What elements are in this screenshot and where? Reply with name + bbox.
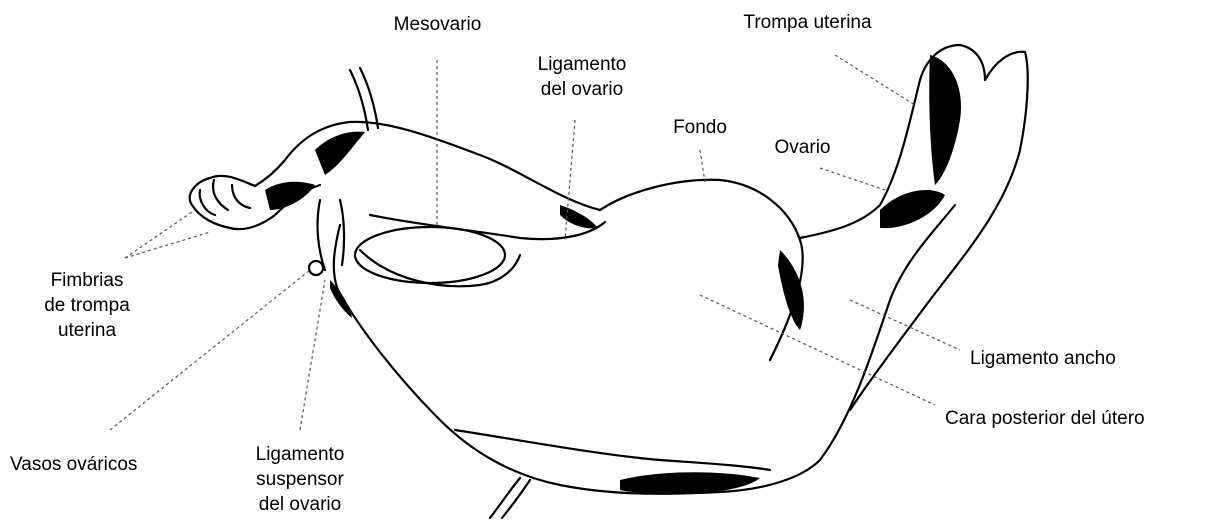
shading-right-ovary: [880, 190, 945, 228]
left-ovary: [355, 227, 505, 283]
shading-right-tube: [929, 55, 961, 185]
leader-fimbrias-a: [125, 210, 195, 258]
label-trompa-uterina: Trompa uterina: [720, 10, 895, 35]
broad-ligament-outline: [334, 205, 955, 494]
ovarian-vessels: [350, 68, 378, 130]
uterine-fundus: [600, 180, 803, 360]
left-uterine-tube: [255, 122, 600, 210]
label-mesovario: Mesovario: [385, 12, 490, 37]
leader-fimbrias-b: [125, 232, 210, 258]
shading-broad-ligament: [778, 250, 804, 330]
shading-left-fimbria: [265, 182, 315, 210]
label-cara-posterior: Cara posterior del útero: [945, 406, 1145, 431]
label-ligamento-suspensor: Ligamento suspensor del ovario: [235, 442, 365, 517]
leader-ligamento-ancho: [850, 300, 960, 350]
shading-left-tube: [315, 132, 365, 175]
label-ovario: Ovario: [760, 135, 845, 160]
leader-fondo: [700, 150, 705, 182]
label-fondo: Fondo: [655, 115, 745, 140]
leader-trompa: [835, 55, 915, 105]
leader-cara-posterior: [700, 295, 935, 405]
cervix-stub: [490, 478, 530, 518]
label-vasos-ovaricos: Vasos ováricos: [10, 452, 137, 477]
leader-ovario: [820, 168, 885, 190]
posterior-fold-line: [455, 430, 770, 470]
shading-suspensory: [330, 280, 352, 318]
label-fimbrias: Fimbrias de trompa uterina: [22, 268, 152, 343]
label-ligamento-ancho: Ligamento ancho: [970, 346, 1116, 371]
leader-suspensor: [300, 280, 325, 430]
label-ligamento-del-ovario: Ligamento del ovario: [522, 52, 642, 102]
ovarian-vessels-stump: [309, 261, 323, 275]
